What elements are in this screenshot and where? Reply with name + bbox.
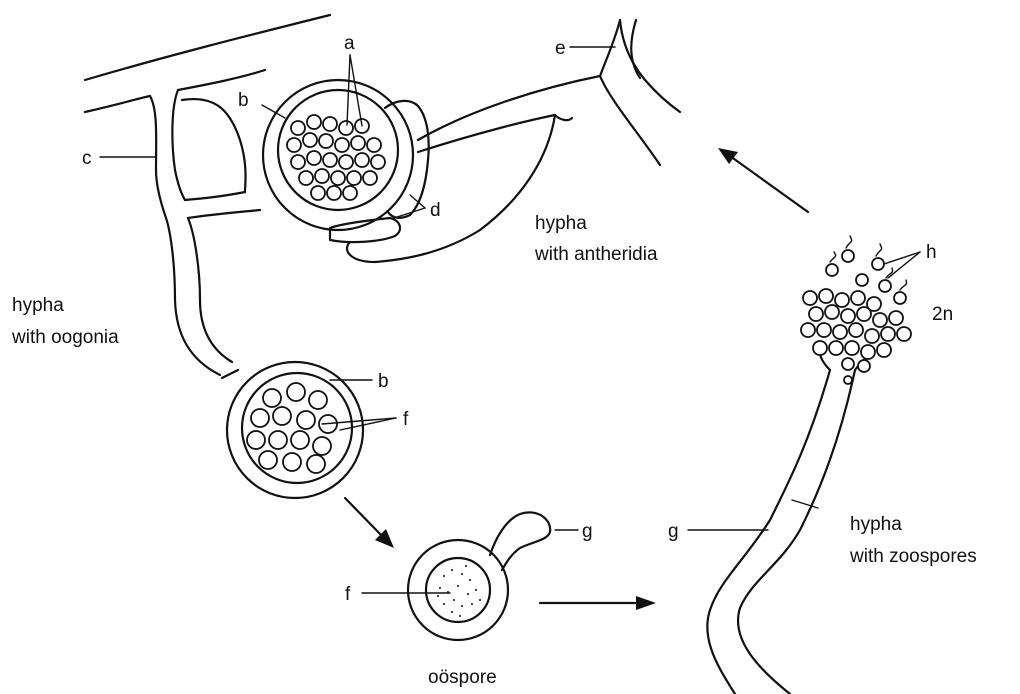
oospore bbox=[408, 512, 550, 640]
label-d: d bbox=[430, 200, 441, 221]
caption-antheridia-2: with antheridia bbox=[534, 244, 658, 265]
oogonia-hypha bbox=[150, 90, 260, 375]
label-f-oospore: f bbox=[345, 584, 351, 605]
label-f-oogonium: f bbox=[403, 409, 409, 430]
oospheres-lower bbox=[247, 383, 337, 473]
main-hypha bbox=[85, 15, 330, 112]
zoospore-hypha bbox=[707, 346, 872, 694]
caption-zoospores-1: hypha bbox=[850, 514, 902, 535]
arrow-to-oospore bbox=[345, 498, 394, 548]
label-g-hypha: g bbox=[668, 521, 679, 542]
caption-antheridia-1: hypha bbox=[535, 213, 587, 234]
label-ploidy: 2n bbox=[932, 304, 953, 325]
label-a: a bbox=[344, 33, 355, 54]
label-h: h bbox=[926, 242, 937, 263]
label-e: e bbox=[555, 38, 566, 59]
caption-oogonia-1: hypha bbox=[12, 295, 64, 316]
label-g-oospore: g bbox=[582, 521, 593, 542]
upper-oogonium bbox=[263, 80, 413, 230]
arrow-to-antheridial-hypha bbox=[718, 148, 808, 212]
caption-oogonia-2: with oogonia bbox=[11, 327, 119, 348]
caption-oospore: oöspore bbox=[428, 667, 497, 688]
label-b-lower: b bbox=[378, 371, 389, 392]
leader-lines bbox=[100, 47, 920, 593]
label-b-upper: b bbox=[238, 90, 249, 111]
arrow-to-germination bbox=[540, 596, 656, 610]
oospheres-upper bbox=[287, 115, 385, 200]
oospore-stipple bbox=[437, 565, 481, 617]
label-c: c bbox=[82, 148, 92, 169]
zoospore-cluster bbox=[801, 236, 911, 384]
caption-zoospores-2: with zoospores bbox=[849, 546, 977, 567]
letter-labels: a b c d e b f g f g h 2n bbox=[82, 33, 953, 605]
